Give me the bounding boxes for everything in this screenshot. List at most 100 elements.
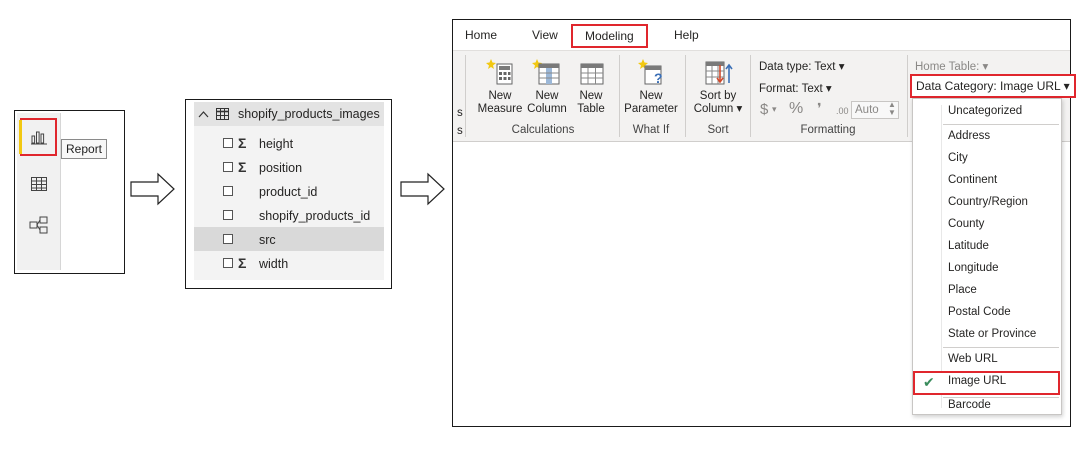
arrow-right-icon <box>400 172 445 206</box>
data-category-dropdown[interactable]: Data Category: Image URL ▾ <box>910 74 1076 98</box>
sort-by-column-button[interactable]: Sort by Column ▾ <box>691 57 745 116</box>
fields-list: shopify_products_images Σ height Σ posit… <box>194 102 384 280</box>
field-checkbox[interactable] <box>223 186 233 196</box>
auto-value: Auto <box>855 104 879 116</box>
button-label: Column ▾ <box>693 103 743 115</box>
button-label: Table <box>577 103 605 115</box>
field-label: product_id <box>259 185 318 199</box>
field-checkbox[interactable] <box>223 138 233 148</box>
ribbon-tabs: Home View Modeling Help <box>453 20 1070 50</box>
menu-item-address[interactable]: Address <box>913 126 1061 148</box>
group-label-sort: Sort <box>707 124 729 136</box>
sigma-icon: Σ <box>238 135 247 151</box>
button-label: New <box>579 90 603 102</box>
field-row-shopify-products-id[interactable]: shopify_products_id <box>194 205 384 227</box>
ribbon-divider <box>907 55 908 137</box>
data-view-button[interactable] <box>23 168 55 200</box>
group-label-what-if: What If <box>632 124 670 136</box>
menu-item-label: Address <box>948 130 991 142</box>
report-tooltip: Report <box>61 139 108 159</box>
menu-item-label: City <box>948 152 968 164</box>
menu-item-continent[interactable]: Continent <box>913 170 1061 192</box>
bar-chart-icon <box>30 131 47 145</box>
view-rail <box>17 113 61 270</box>
view-switcher-panel: Report <box>14 110 125 274</box>
chevron-up-icon[interactable] <box>198 110 209 118</box>
table-icon <box>580 63 604 85</box>
menu-item-country-region[interactable]: Country/Region <box>913 192 1061 214</box>
field-checkbox[interactable] <box>223 162 233 172</box>
field-row-product-id[interactable]: product_id <box>194 181 384 203</box>
data-category-menu: Uncategorized Address City Continent Cou… <box>912 98 1062 415</box>
chevron-down-icon[interactable]: ▾ <box>772 104 777 114</box>
ribbon-divider <box>750 55 751 137</box>
button-label: New <box>488 90 512 102</box>
field-label: width <box>259 257 289 271</box>
menu-item-label: Continent <box>948 174 998 186</box>
checkmark-icon: ✔ <box>923 374 935 390</box>
stepper-arrows-icon[interactable]: ▲▼ <box>888 100 896 117</box>
menu-item-county[interactable]: County <box>913 214 1061 236</box>
table-icon <box>216 108 229 120</box>
ribbon-panel: Home View Modeling Help s s New Measure <box>452 19 1076 427</box>
home-table-dropdown[interactable]: Home Table: ▾ <box>915 61 989 73</box>
field-checkbox[interactable] <box>223 234 233 244</box>
menu-item-label: Uncategorized <box>948 105 1023 117</box>
percent-button[interactable]: % <box>789 100 804 117</box>
menu-item-label: Postal Code <box>948 306 1011 318</box>
field-label: height <box>259 137 294 151</box>
button-label: New <box>535 90 559 102</box>
thousands-separator-button[interactable]: ❜ <box>817 100 822 116</box>
new-table-button[interactable]: New Table <box>571 57 611 116</box>
menu-item-postal-code[interactable]: Postal Code <box>913 302 1061 324</box>
field-row-height[interactable]: Σ height <box>194 133 384 155</box>
menu-item-state-or-province[interactable]: State or Province <box>913 324 1061 346</box>
tab-view[interactable]: View <box>532 28 558 42</box>
field-checkbox[interactable] <box>223 258 233 268</box>
menu-separator <box>943 397 1059 398</box>
format-dropdown[interactable]: Format: Text ▾ <box>759 83 832 95</box>
model-view-button[interactable] <box>23 209 55 241</box>
field-row-width[interactable]: Σ width <box>194 253 384 275</box>
field-row-src[interactable]: src <box>194 227 384 251</box>
sigma-icon: Σ <box>238 159 247 175</box>
field-label: position <box>259 161 303 175</box>
menu-item-city[interactable]: City <box>913 148 1061 170</box>
table-name: shopify_products_images <box>238 107 380 121</box>
new-parameter-button[interactable]: ? New Parameter <box>623 57 679 116</box>
menu-item-latitude[interactable]: Latitude <box>913 236 1061 258</box>
currency-button[interactable]: $ <box>760 101 769 118</box>
menu-item-label: Country/Region <box>948 196 1028 208</box>
table-header[interactable]: shopify_products_images <box>194 102 384 126</box>
data-type-dropdown[interactable]: Data type: Text ▾ <box>759 61 845 73</box>
menu-item-barcode[interactable]: Barcode <box>913 395 1061 417</box>
menu-item-web-url[interactable]: Web URL <box>913 349 1061 371</box>
tab-modeling[interactable]: Modeling <box>571 24 648 48</box>
menu-separator <box>943 347 1059 348</box>
menu-item-place[interactable]: Place <box>913 280 1061 302</box>
menu-item-uncategorized[interactable]: Uncategorized <box>913 101 1061 123</box>
model-diagram-icon <box>29 216 48 234</box>
tab-help[interactable]: Help <box>674 28 699 42</box>
table-column-icon <box>532 59 560 85</box>
arrow-right-icon <box>130 172 175 206</box>
new-measure-button[interactable]: New Measure <box>477 57 523 116</box>
menu-item-label: State or Province <box>948 328 1037 340</box>
button-label: Measure <box>477 103 523 115</box>
menu-item-longitude[interactable]: Longitude <box>913 258 1061 280</box>
field-row-position[interactable]: Σ position <box>194 157 384 179</box>
report-view-button[interactable] <box>19 118 57 156</box>
field-checkbox[interactable] <box>223 210 233 220</box>
tab-home[interactable]: Home <box>465 28 498 42</box>
table-grid-icon <box>31 177 47 191</box>
svg-text:?: ? <box>654 70 663 86</box>
menu-gutter <box>941 105 942 408</box>
menu-item-label: Latitude <box>948 240 989 252</box>
menu-item-image-url[interactable]: ✔ Image URL <box>913 371 1060 395</box>
group-label-calculations: Calculations <box>511 124 575 136</box>
new-column-button[interactable]: New Column <box>524 57 570 116</box>
menu-item-label: Image URL <box>948 375 1007 387</box>
decimal-auto-stepper[interactable]: Auto ▲▼ <box>851 101 899 119</box>
decimal-places-button[interactable]: .00 <box>836 106 849 116</box>
menu-item-label: Longitude <box>948 262 999 274</box>
